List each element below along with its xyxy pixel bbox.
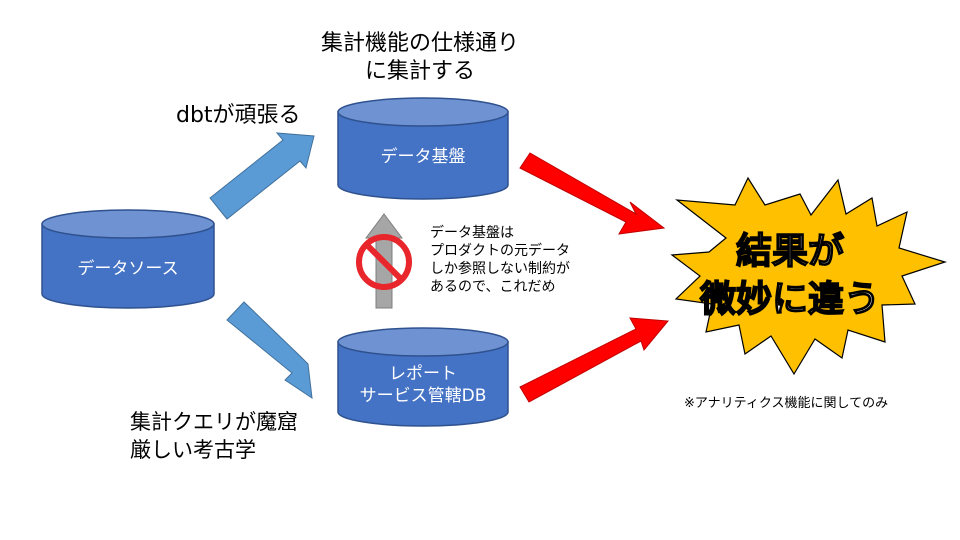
cylinder-data-source: [41, 209, 215, 309]
report-db-line2: サービス管轄DB: [359, 386, 487, 406]
result-label: 結果が 微妙に違う: [690, 228, 890, 324]
restriction-note: データ基盤は プロダクトの元データ しか参照しない制約が あるので、これだめ: [430, 224, 570, 296]
report-db-label: レポート サービス管轄DB: [338, 363, 508, 407]
data-platform-label: データ基盤: [380, 147, 466, 167]
query-note: 集計クエリが魔窟 厳しい考古学: [130, 408, 298, 464]
footnote: ※アナリティクス機能に関してのみ: [684, 396, 889, 411]
data-source-label: データソース: [77, 259, 179, 279]
spec-note-line2: に集計する: [364, 59, 475, 84]
arrow-source-to-platform: [209, 132, 315, 220]
restriction-line1: データ基盤は: [430, 225, 514, 241]
result-line1: 結果が: [735, 230, 845, 273]
result-line2: 微妙に違う: [699, 278, 881, 321]
spec-note: 集計機能の仕様通り に集計する: [290, 30, 550, 86]
restriction-line2: プロダクトの元データ: [430, 243, 570, 259]
report-db-line1: レポート: [389, 364, 457, 384]
spec-note-line1: 集計機能の仕様通り: [320, 31, 519, 56]
explosion-burst: [670, 176, 947, 376]
query-note-line2: 厳しい考古学: [130, 438, 256, 462]
restriction-line4: あるので、これだめ: [430, 279, 556, 295]
dbt-label: dbtが頑張る: [176, 103, 301, 128]
arrow-source-to-report: [226, 301, 313, 400]
prohibited-icon: [356, 234, 412, 290]
arrow-platform-to-result: [519, 152, 666, 235]
cylinder-report-db: [337, 327, 509, 427]
cylinder-data-platform: [337, 97, 509, 200]
arrow-report-to-result: [519, 317, 669, 403]
query-note-line1: 集計クエリが魔窟: [130, 410, 298, 434]
restriction-line3: しか参照しない制約が: [430, 261, 570, 277]
